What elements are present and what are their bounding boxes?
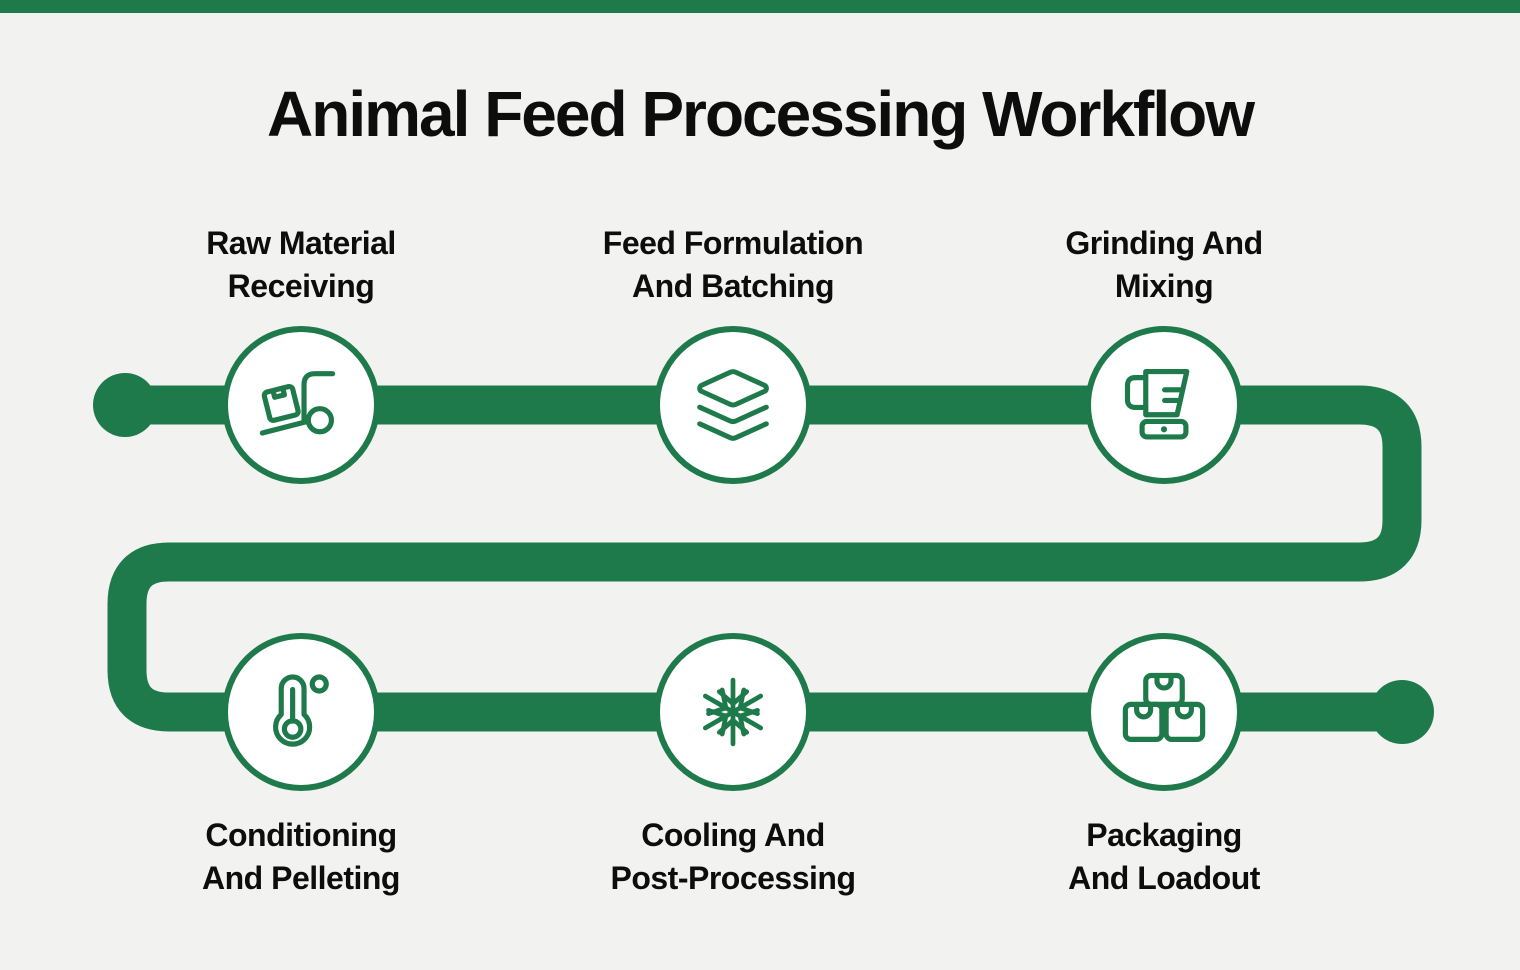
step-label-line: Raw Material: [206, 225, 396, 261]
step-node: [1085, 326, 1243, 484]
step-label: Raw Material Receiving: [81, 222, 521, 308]
step-label: Grinding And Mixing: [944, 222, 1384, 308]
step-label: Conditioning And Pelleting: [81, 814, 521, 900]
hand-truck-icon: [259, 371, 336, 436]
step-label: Packaging And Loadout: [944, 814, 1384, 900]
step-node: [1085, 633, 1243, 791]
snowflake-icon: [702, 677, 764, 747]
step-label: Feed Formulation And Batching: [513, 222, 953, 308]
step-label-line: Feed Formulation: [602, 225, 864, 261]
page-title: Animal Feed Processing Workflow: [267, 78, 1255, 150]
step-label-line: Mixing: [1114, 268, 1214, 304]
step-label-line: Conditioning: [205, 817, 397, 853]
layers-icon: [697, 369, 769, 441]
step-label-line: Grinding And: [1065, 225, 1263, 261]
step-node: [222, 633, 380, 791]
thermometer-icon: [273, 674, 329, 747]
step-node: [654, 326, 812, 484]
step-label-line: Cooling And: [641, 817, 825, 853]
step-node: [654, 633, 812, 791]
step-label: Cooling And Post-Processing: [513, 814, 953, 900]
step-label-line: And Loadout: [1068, 860, 1260, 896]
packages-icon: [1122, 672, 1206, 742]
flow-connector-line: [107, 385, 1422, 732]
blender-grinder-icon: [1124, 368, 1190, 440]
top-accent-bar: [0, 0, 1520, 13]
step-node: [222, 326, 380, 484]
flow-start-cap: [93, 373, 157, 437]
step-label-line: Packaging: [1086, 817, 1242, 853]
flow-end-cap: [1370, 680, 1434, 744]
step-label-line: Post-Processing: [610, 860, 856, 896]
step-label-line: And Batching: [632, 268, 834, 304]
step-label-line: And Pelleting: [202, 860, 400, 896]
step-label-line: Receiving: [227, 268, 375, 304]
